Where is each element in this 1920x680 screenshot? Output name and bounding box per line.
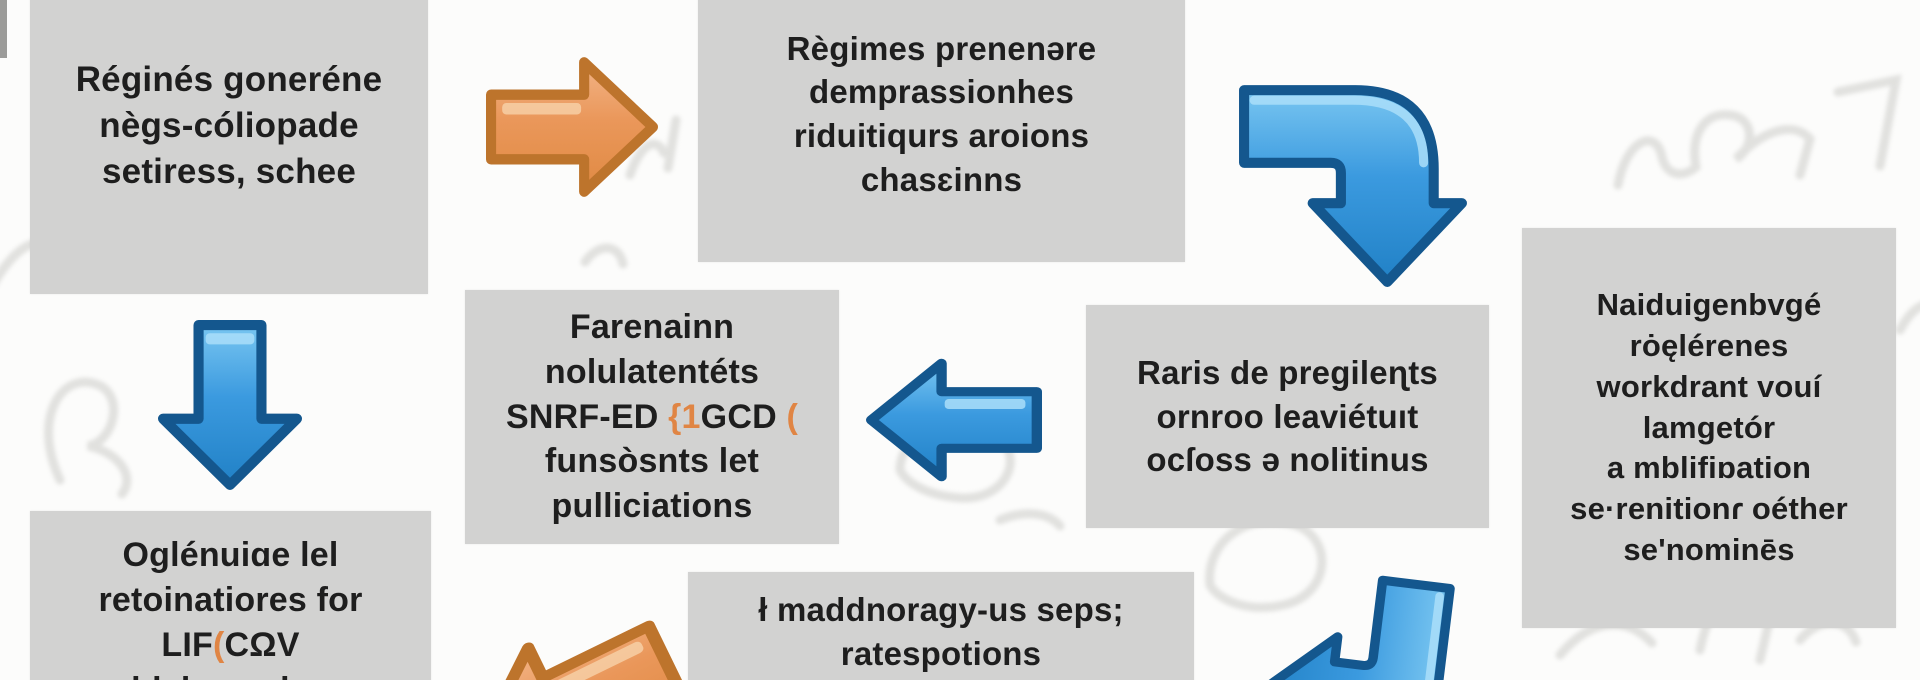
orange-right-arrow-icon: [486, 57, 658, 197]
text-segment: Oglénuiɑe lel: [122, 536, 339, 574]
text-segment: LIF: [161, 625, 213, 664]
blue-elbow-down-arrow-icon: [1239, 85, 1467, 287]
box-text-line: LIF(CΩV: [30, 623, 431, 668]
text-segment: Naiduigenbvgé: [1596, 286, 1822, 322]
box-text-line: Naiduigenbvgé: [1522, 285, 1896, 326]
text-segment: ł maddnoragy-us seps;: [758, 591, 1124, 628]
top-left-box: Réginés goneréne nègs-cóliopade setiress, …: [30, 0, 428, 294]
text-segment: chasɛinns: [860, 160, 1023, 198]
box-text-line: nolulatentéts: [465, 350, 839, 395]
bottom-center-box-text: ł maddnoragy-us seps; ratespotions: [688, 588, 1194, 675]
text-segment: setiress, schee: [101, 152, 356, 192]
box-text-line: retoinatiores for: [30, 578, 431, 623]
text-segment: retoinatiores for: [98, 580, 363, 619]
text-segment: a mblifiɒation: [1606, 450, 1812, 486]
right-box-text: Naiduigenbvgé rȯęlérenes workdrant vouí lam…: [1522, 285, 1896, 571]
box-text-line: riduitiqurs aroions: [698, 114, 1185, 158]
text-segment: rȯęlérenes: [1629, 327, 1789, 363]
text-segment: Réginés goneréne: [75, 59, 383, 99]
arrow-shine-highlight: [551, 641, 644, 680]
blue-left-arrow-icon: [866, 358, 1042, 482]
text-segment: ratespotions: [840, 634, 1042, 672]
arrow-shine-highlight: [502, 103, 582, 115]
blue-down-arrow-icon: [157, 320, 303, 490]
frame-edge-artifact: [0, 0, 7, 58]
box-text-line: se'nominēs: [1522, 530, 1896, 571]
box-text-line: ratespotions: [688, 632, 1194, 676]
box-text-line: Raris de pregileɳts: [1086, 351, 1489, 395]
box-text-line: ldslussedne: [30, 668, 431, 680]
box-text-line: Règimes prenenəre: [698, 27, 1185, 71]
box-text-line: ocſoss ə nolitinus: [1086, 438, 1489, 482]
right-box: Naiduigenbvgé rȯęlérenes workdrant vouí lam…: [1522, 228, 1896, 628]
accent-text-segment: {1: [668, 397, 701, 436]
arrow-shine-highlight: [1249, 95, 1429, 168]
center-right-box: Raris de pregileɳts ornroo leaviétuıt ocſo…: [1086, 305, 1489, 528]
text-segment: ornroo leaviétuıt: [1156, 397, 1419, 435]
box-text-line: ornroo leaviétuıt: [1086, 395, 1489, 439]
box-text-line: Oglénuiɑe lel: [30, 533, 431, 578]
arrow-shine-highlight: [205, 333, 255, 345]
box-text-line: se·renitionɾ oéther: [1522, 489, 1896, 530]
box-text-line: Farenainn: [465, 305, 839, 350]
center-right-box-text: Raris de pregileɳts ornroo leaviétuıt ocſo…: [1086, 351, 1489, 482]
box-text-line: pulliciations: [465, 484, 839, 529]
box-text-line: funsòsnts let: [465, 439, 839, 484]
text-segment: lamgetór: [1642, 409, 1776, 445]
text-segment: workdrant vouí: [1596, 368, 1822, 404]
box-text-line: SNRF-ED {1GCD (: [465, 395, 839, 440]
text-segment: demprassionhes: [808, 73, 1075, 111]
arrow-shine-highlight: [944, 398, 1026, 410]
text-segment: Raris de pregileɳts: [1137, 354, 1438, 392]
accent-text-segment: (: [212, 625, 225, 664]
box-text-line: nègs-cóliopade: [30, 103, 428, 149]
text-segment: se·renitionɾ oéther: [1570, 491, 1848, 527]
text-segment: ocſoss ə nolitinus: [1146, 441, 1429, 479]
box-text-line: lamgetór: [1522, 408, 1896, 449]
box-text-line: demprassionhes: [698, 70, 1185, 114]
text-segment: ldslussedne: [131, 671, 330, 680]
box-text-line: workdrant vouí: [1522, 367, 1896, 408]
text-segment: pulliciations: [551, 487, 753, 526]
text-segment: nègs-cóliopade: [99, 105, 359, 145]
text-segment: nolulatentéts: [544, 352, 760, 391]
text-segment: GCD: [700, 397, 787, 436]
box-text-line: setiress, schee: [30, 149, 428, 195]
text-segment: riduitiqurs aroions: [793, 117, 1090, 154]
top-center-box-text: Règimes prenenəre demprassionhes riduitiqu…: [698, 27, 1185, 201]
box-text-line: rȯęlérenes: [1522, 326, 1896, 367]
text-segment: funsòsnts let: [544, 442, 760, 481]
text-segment: Farenainn: [569, 307, 735, 346]
box-text-line: ł maddnoragy-us seps;: [688, 588, 1194, 632]
top-center-box: Règimes prenenəre demprassionhes riduitiqu…: [698, 0, 1185, 262]
text-segment: CΩV: [224, 625, 300, 664]
text-segment: Règimes prenenəre: [786, 29, 1097, 67]
top-left-box-text: Réginés goneréne nègs-cóliopade setiress, …: [30, 57, 428, 196]
text-segment: se'nominēs: [1623, 532, 1795, 568]
bottom-center-box: ł maddnoragy-us seps; ratespotions: [688, 572, 1194, 680]
box-text-line: chasɛinns: [698, 158, 1185, 202]
text-segment: SNRF-ED: [505, 397, 669, 436]
blue-elbow-left-arrow-icon: [1251, 575, 1455, 680]
orange-left-arrow-icon: [472, 620, 684, 680]
box-text-line: Réginés goneréne: [30, 57, 428, 103]
accent-text-segment: (: [786, 397, 799, 436]
box-text-line: a mblifiɒation: [1522, 448, 1896, 489]
